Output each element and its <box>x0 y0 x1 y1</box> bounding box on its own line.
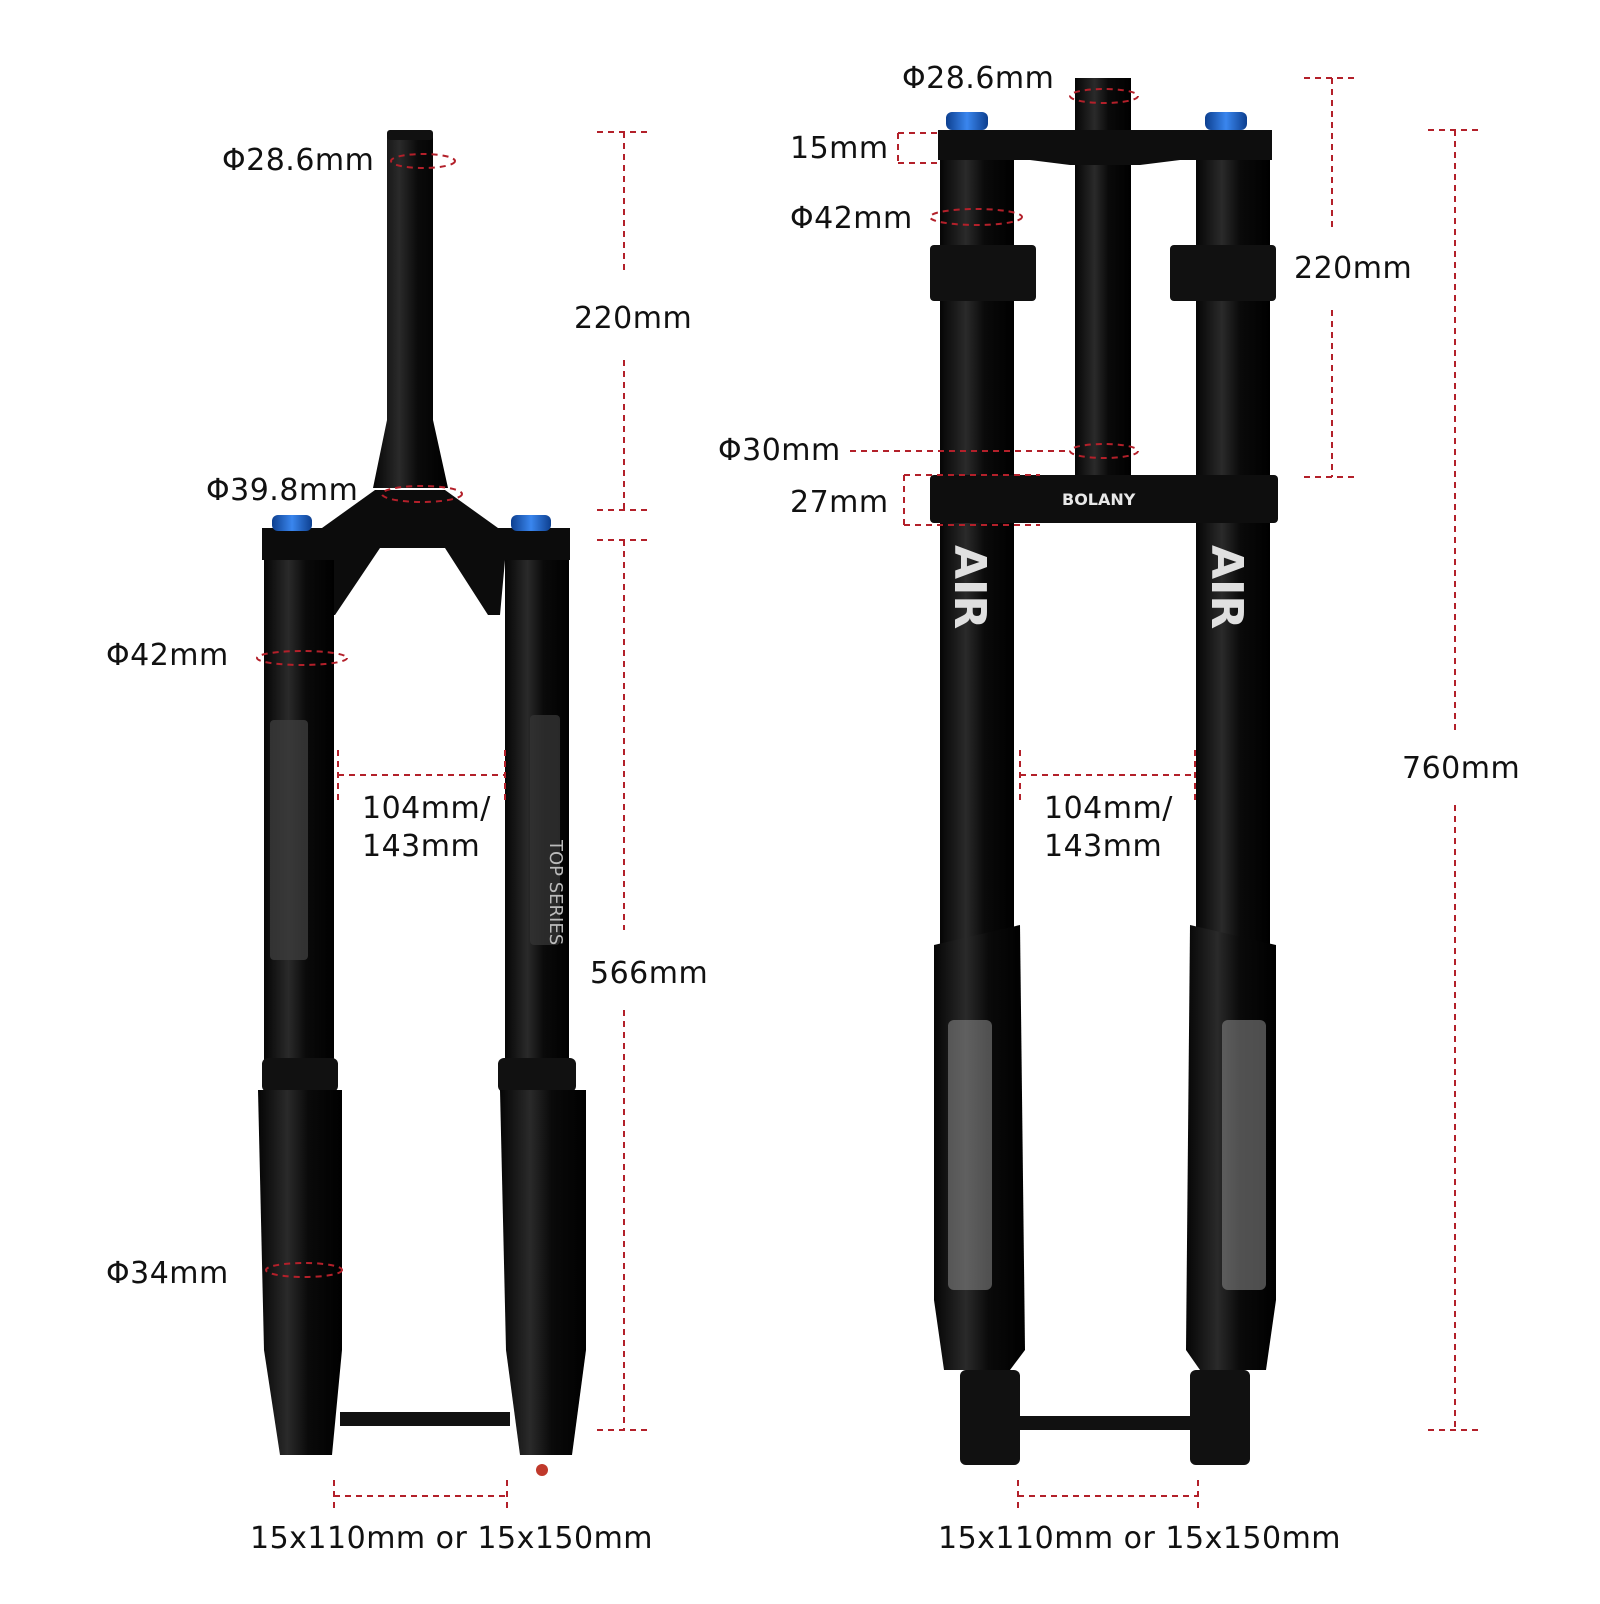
left-crown <box>262 490 570 615</box>
left-axle-label: 15x110mm or 15x150mm <box>250 1521 654 1556</box>
right-steerer-height-label: 220mm <box>1294 251 1413 286</box>
left-length-label: 566mm <box>590 956 709 991</box>
left-steerer-base-label: Φ39.8mm <box>206 473 359 508</box>
left-lower-l <box>258 1090 342 1455</box>
right-fork: BOLANY AIR AIR <box>930 78 1278 1465</box>
left-cap-l <box>272 515 312 531</box>
right-cap-r <box>1205 112 1247 130</box>
right-upper-crown <box>938 130 1272 165</box>
left-fork: TOP SERIES <box>258 130 586 1476</box>
right-steerer-top-label: Φ28.6mm <box>902 61 1055 96</box>
right-lower-crown-label: 27mm <box>790 485 889 520</box>
right-steerer-base-label: Φ30mm <box>718 433 841 468</box>
left-cap-r <box>511 515 551 531</box>
left-stanchion-dia-label: Φ42mm <box>106 638 229 673</box>
right-cap-l <box>946 112 988 130</box>
left-steerer <box>373 133 448 488</box>
left-spacing-label: 104mm/ 143mm <box>362 791 491 864</box>
right-axle-label: 15x110mm or 15x150mm <box>938 1521 1342 1556</box>
right-axle <box>1015 1416 1195 1430</box>
left-steerer-top-label: Φ28.6mm <box>222 143 375 178</box>
left-steerer-height-label: 220mm <box>574 301 693 336</box>
right-spacing-label: 104mm/ 143mm <box>1044 791 1173 864</box>
right-stanchion-dia-label: Φ42mm <box>790 201 913 236</box>
right-length-label: 760mm <box>1402 751 1521 786</box>
right-air-decal-l: AIR <box>944 545 995 629</box>
right-air-decal-r: AIR <box>1201 545 1252 629</box>
right-lower-crown <box>930 475 1278 523</box>
right-crown-logo: BOLANY <box>1062 490 1136 509</box>
left-leg-decal: TOP SERIES <box>545 839 566 945</box>
left-lower-dia-label: Φ34mm <box>106 1256 229 1291</box>
right-crown-thickness-label: 15mm <box>790 131 889 166</box>
dimension-lines <box>256 77 1482 1512</box>
left-axle <box>340 1412 510 1426</box>
left-lower-r <box>500 1090 586 1455</box>
